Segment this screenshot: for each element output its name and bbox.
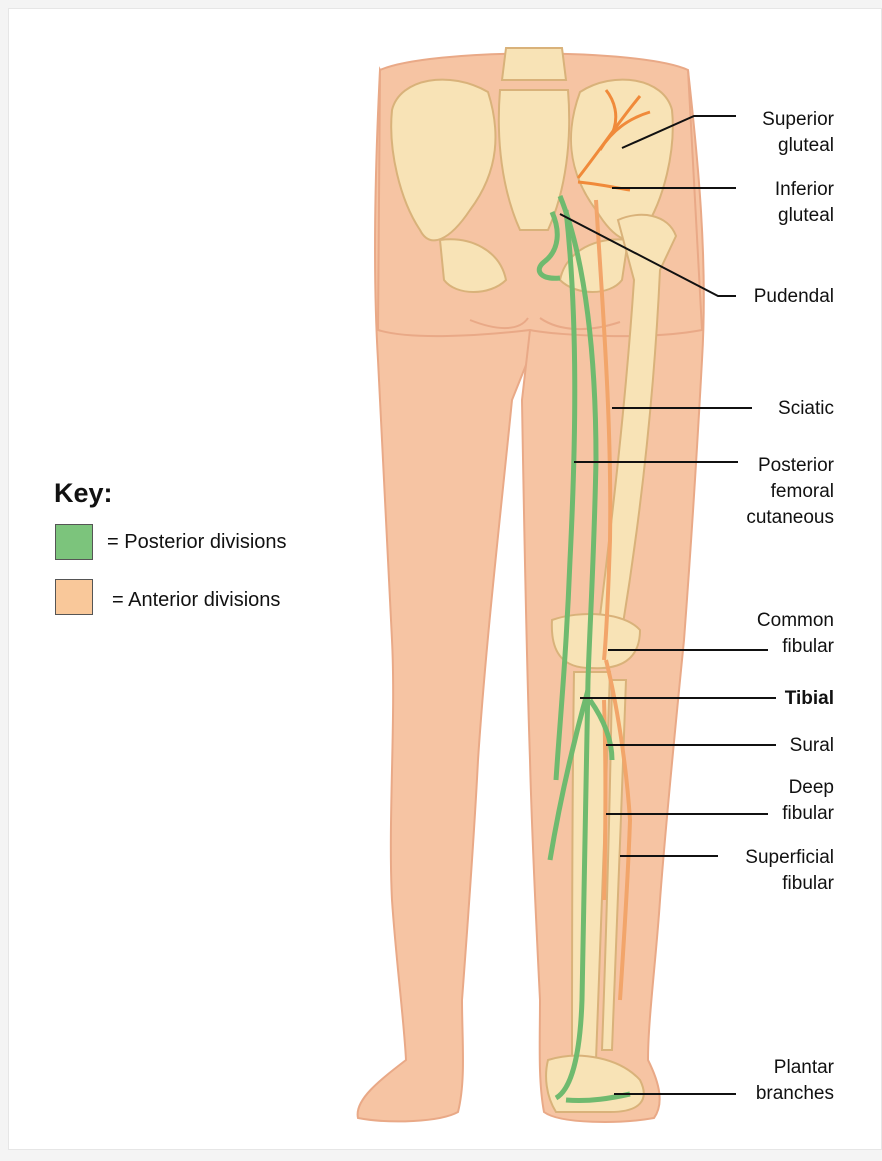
label-superficial-fibular: Superficial fibular (745, 845, 834, 897)
label-inferior-gluteal: Inferior gluteal (775, 177, 834, 229)
anterior-divisions-label: = Anterior divisions (112, 589, 280, 612)
label-plantar-branches: Plantar branches (756, 1055, 834, 1107)
anterior-divisions-swatch (55, 579, 93, 615)
label-tibial: Tibial (785, 686, 834, 712)
posterior-divisions-swatch (55, 524, 93, 560)
lumbar-vertebra (502, 48, 566, 80)
label-sciatic: Sciatic (778, 396, 834, 422)
label-common-fibular: Common fibular (757, 608, 834, 660)
label-superior-gluteal: Superior gluteal (762, 107, 834, 159)
posterior-divisions-label: = Posterior divisions (107, 531, 287, 554)
label-posterior-femoral-cutaneous: Posterior femoral cutaneous (746, 453, 834, 531)
key-title: Key: (54, 478, 113, 509)
label-deep-fibular: Deep fibular (782, 775, 834, 827)
label-pudendal: Pudendal (754, 284, 834, 310)
label-sural: Sural (790, 733, 834, 759)
